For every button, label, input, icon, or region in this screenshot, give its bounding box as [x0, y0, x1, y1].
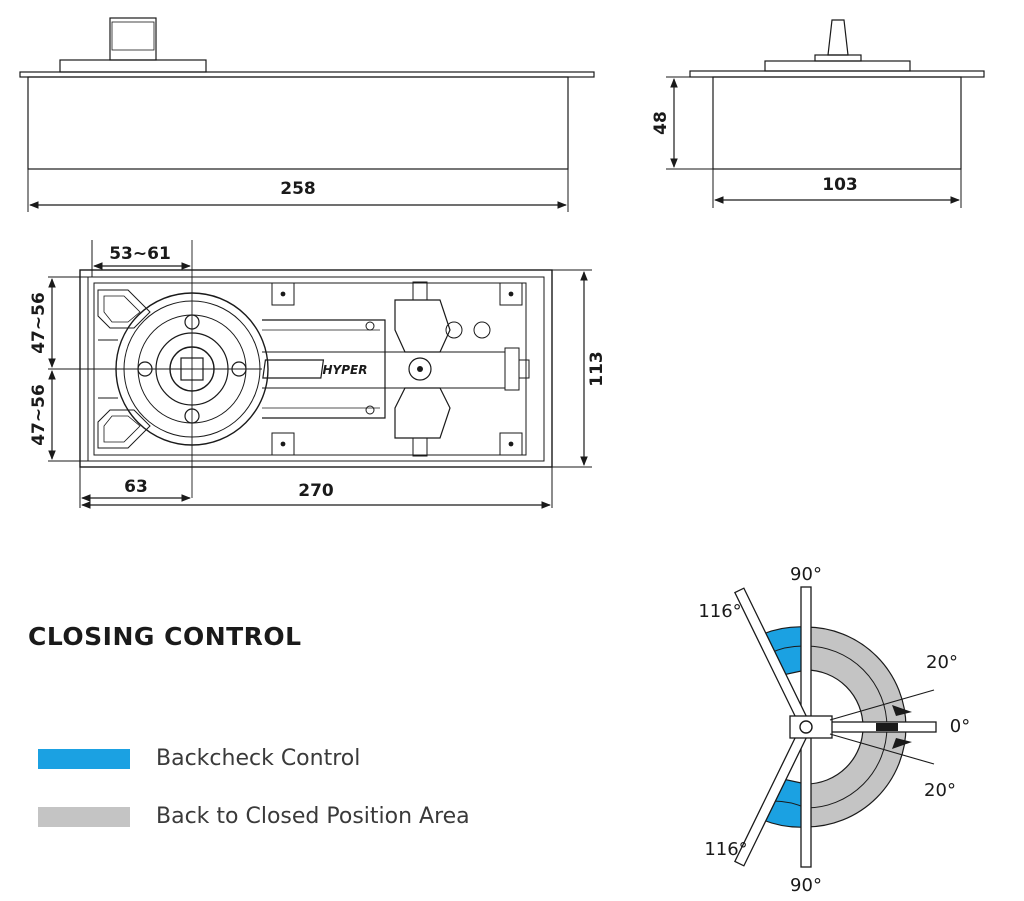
side-view: 258 [19, 17, 595, 212]
plan-lower-label: 47~56 [29, 384, 49, 446]
closed-area-ring [805, 626, 907, 828]
angle-label-bottom-90: 90° [790, 875, 822, 896]
brand-label: HYPER [323, 363, 368, 377]
legend-swatch-backcheck [38, 748, 130, 769]
angle-label-top-90: 90° [790, 564, 822, 585]
end-view: 48 103 [651, 19, 985, 208]
door-90-bottom [800, 730, 812, 868]
corner-screw-plates [271, 282, 523, 456]
plan-length-label: 270 [298, 481, 334, 501]
side-length-label: 258 [280, 179, 316, 199]
legend-label-closed-area: Back to Closed Position Area [156, 804, 470, 829]
backcheck-sector-top [762, 626, 807, 676]
legend-item-backcheck: Backcheck Control [38, 746, 360, 771]
pivot-point [799, 720, 813, 734]
backcheck-sector-bottom [762, 778, 807, 828]
brand-plate: HYPER [262, 359, 368, 379]
angle-label-lower-20: 20° [924, 780, 956, 801]
legend-item-closed-area: Back to Closed Position Area [38, 804, 470, 829]
closing-angle-diagram: 90° 116° 20° 0° 20° 116° 90° [698, 564, 970, 896]
angle-label-bottom-116: 116° [704, 839, 747, 860]
plan-upper-label: 47~56 [29, 292, 49, 354]
left-brackets [97, 289, 151, 449]
plan-height-label: 113 [587, 351, 607, 387]
plan-offset-label: 63 [124, 477, 148, 497]
closing-control-title: CLOSING CONTROL [28, 622, 302, 651]
legend-label-backcheck: Backcheck Control [156, 746, 361, 771]
door-90-top [800, 586, 812, 724]
angle-label-zero: 0° [950, 716, 970, 737]
closer-body [262, 281, 530, 457]
plan-adjust-label: 53~61 [109, 244, 171, 264]
angle-label-upper-20: 20° [926, 652, 958, 673]
legend-swatch-closed-area [38, 806, 130, 827]
plan-view: HYPER 53~61 47~56 47~56 [29, 240, 607, 509]
end-width-label: 103 [822, 175, 858, 195]
end-height-label: 48 [651, 111, 671, 135]
angle-label-top-116: 116° [698, 601, 741, 622]
